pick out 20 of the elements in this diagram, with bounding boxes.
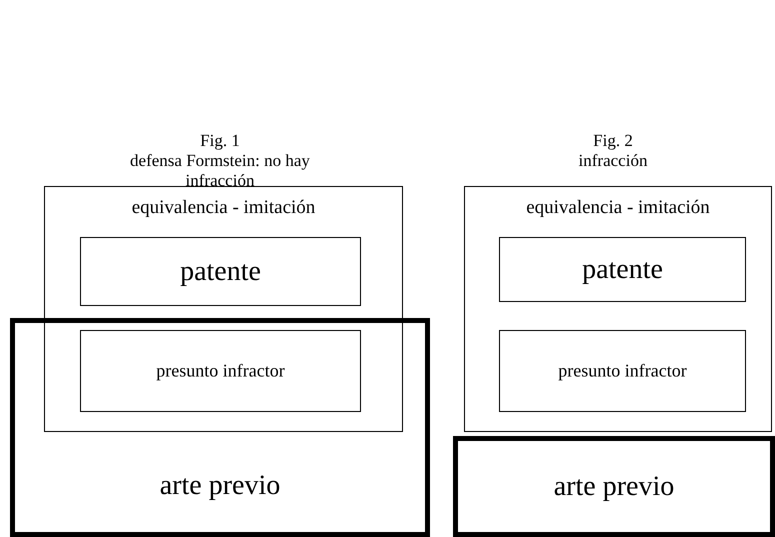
concept-box — [499, 330, 746, 412]
figure-number: Fig. 1 — [199, 131, 241, 151]
box-label: equivalencia - imitación — [525, 197, 711, 219]
prior-art-box — [10, 318, 430, 537]
figure-number: Fig. 2 — [592, 131, 634, 151]
figure-caption: defensa Formstein: no hay infracción — [129, 151, 311, 191]
concept-box — [499, 237, 746, 302]
figure-caption: infracción — [578, 151, 648, 171]
group-box — [464, 186, 772, 432]
concept-box — [80, 237, 361, 306]
box-label: arte previo — [158, 470, 282, 502]
concept-box — [80, 330, 361, 412]
prior-art-box — [453, 436, 775, 537]
group-box — [44, 186, 403, 432]
box-label: presunto infractor — [155, 360, 286, 382]
box-label: patente — [179, 256, 262, 288]
box-label: arte previo — [552, 470, 676, 502]
box-label: equivalencia - imitación — [130, 197, 316, 219]
box-label: patente — [581, 254, 664, 286]
box-label: presunto infractor — [557, 360, 688, 382]
